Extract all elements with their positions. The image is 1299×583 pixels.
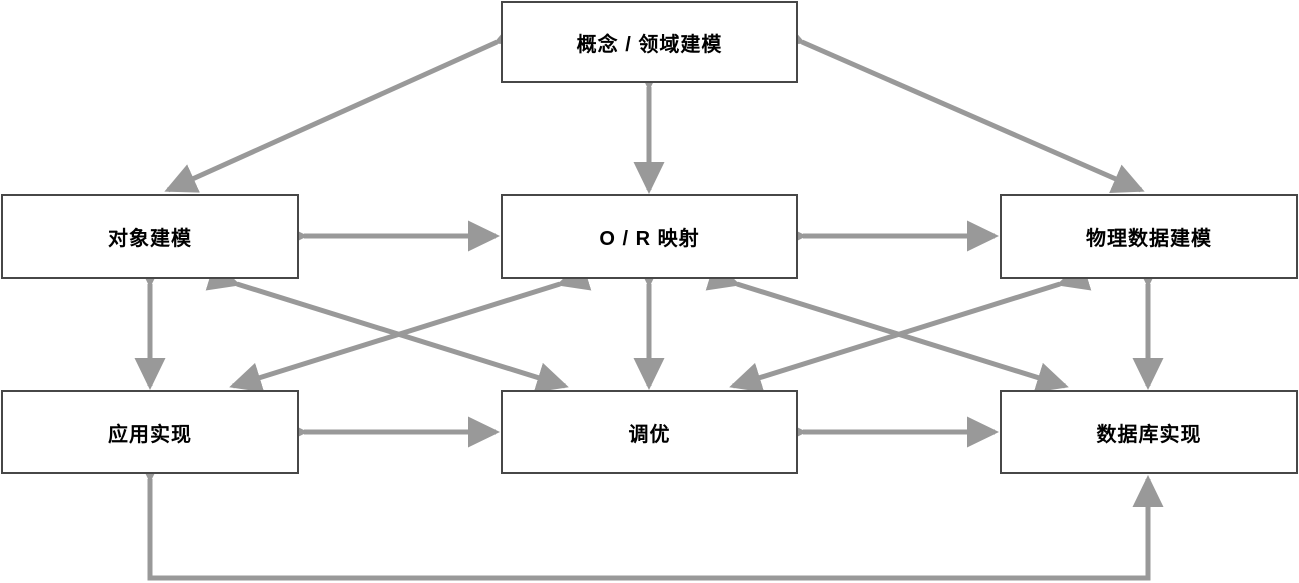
node-object-modeling-label: 对象建模 — [108, 228, 192, 250]
node-tuning[interactable]: 调优 — [501, 390, 798, 474]
node-tuning-label: 调优 — [628, 423, 671, 446]
node-database-implementation-label: 数据库实现 — [1096, 423, 1202, 446]
edge-app-database — [134, 451, 1164, 581]
node-object-modeling[interactable]: 对象建模 — [1, 194, 299, 279]
edge-ormap-app — [229, 260, 592, 393]
node-concept[interactable]: 概念 / 领域建模 — [501, 1, 798, 83]
node-physical-data-modeling[interactable]: 物理数据建模 — [1000, 194, 1298, 279]
node-physical-data-modeling-label: 物理数据建模 — [1086, 228, 1212, 250]
node-application-implementation[interactable]: 应用实现 — [1, 390, 299, 474]
node-concept-label: 概念 / 领域建模 — [576, 33, 723, 56]
node-or-mapping[interactable]: O / R 映射 — [501, 194, 798, 279]
edge-physical-tuning — [729, 260, 1092, 393]
edge-concept-physical — [770, 16, 1145, 194]
node-application-implementation-label: 应用实现 — [108, 423, 192, 446]
node-database-implementation[interactable]: 数据库实现 — [1000, 390, 1298, 474]
edge-concept-object — [164, 16, 529, 193]
node-or-mapping-label: O / R 映射 — [599, 228, 700, 250]
